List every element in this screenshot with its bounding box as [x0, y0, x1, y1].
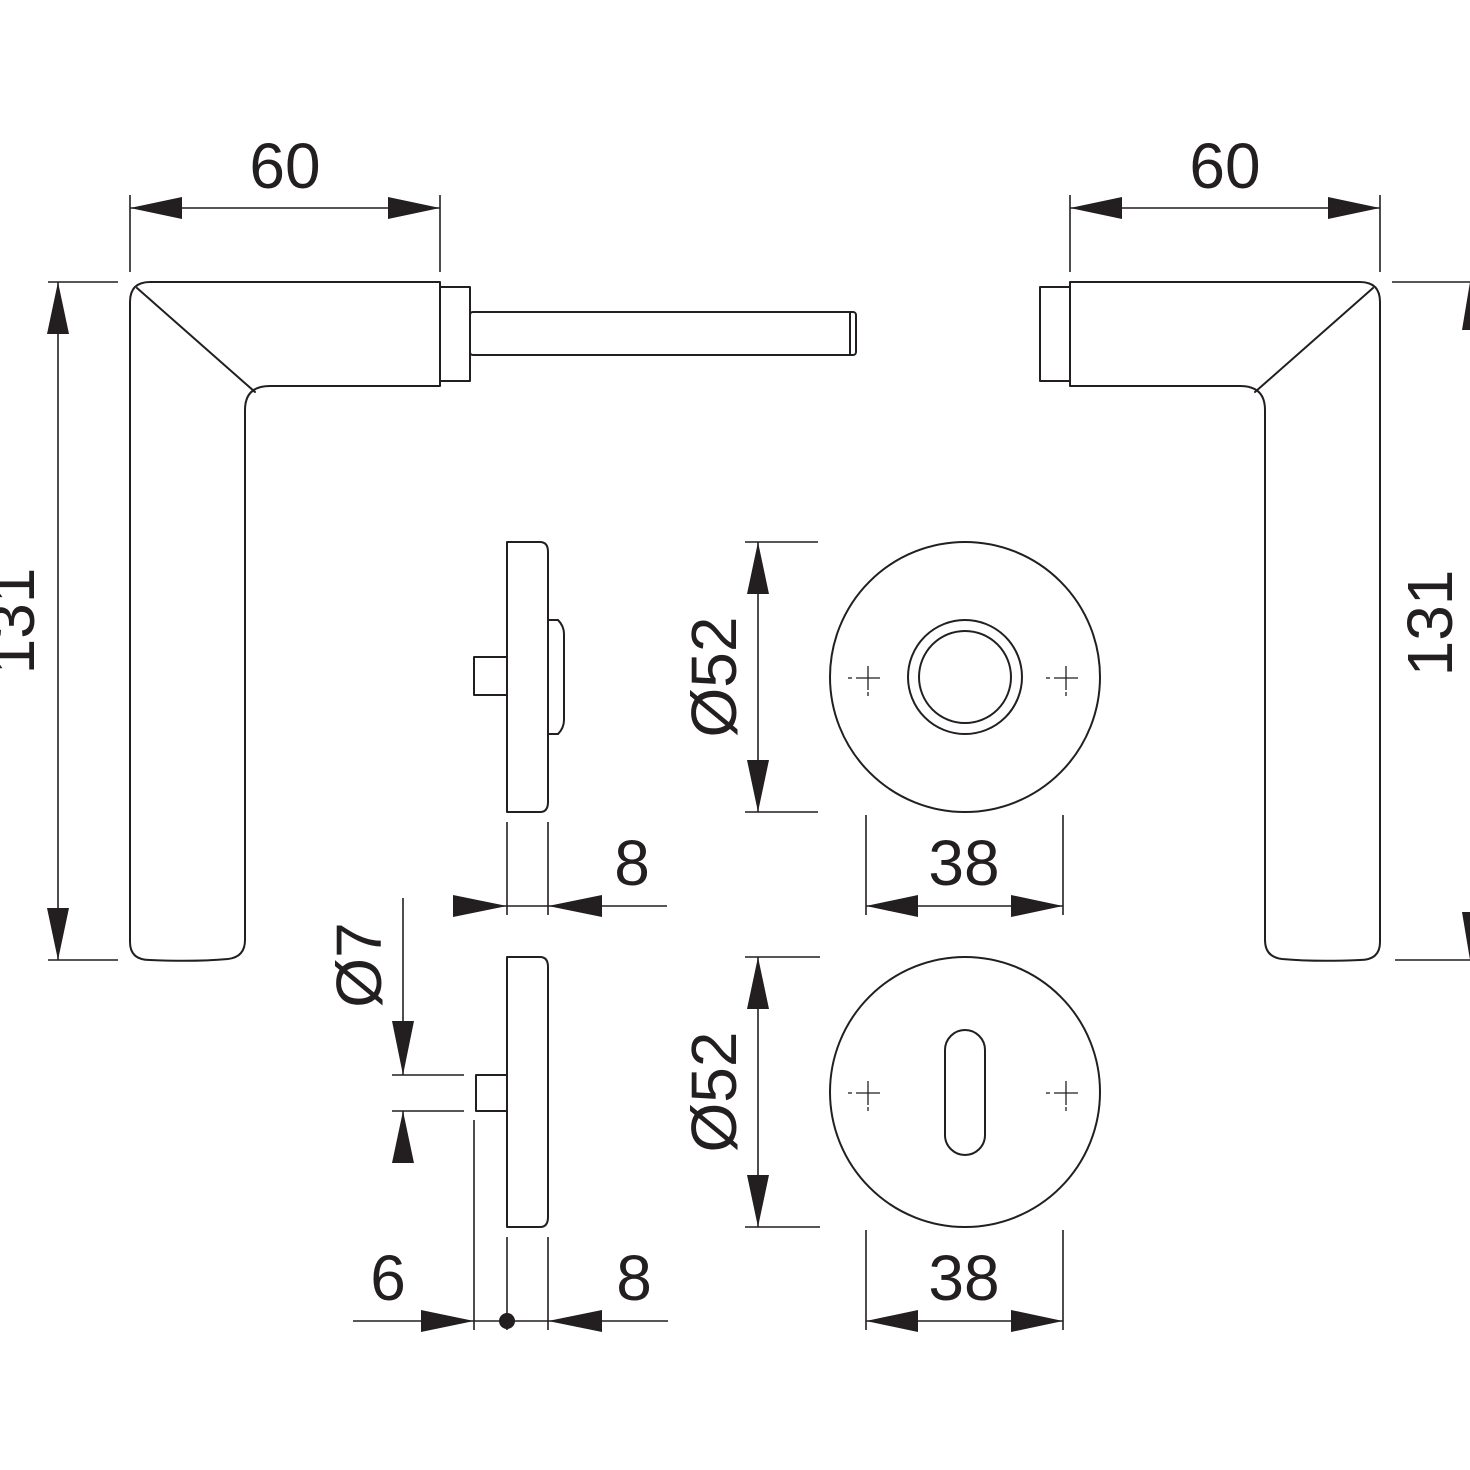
- left-lever-width-dimension: 60: [129, 130, 441, 272]
- right-lever-height-dimension: 131: [1392, 281, 1470, 961]
- left-lever-outline: [129, 281, 441, 962]
- pin-diameter-label: Ø7: [323, 922, 395, 1007]
- top-rosette-profile: [506, 541, 549, 813]
- keyhole-slot: [944, 1029, 986, 1156]
- arrowhead: [421, 1310, 474, 1332]
- arrowhead: [47, 908, 69, 960]
- arrowhead: [1011, 895, 1063, 917]
- arrowhead: [747, 760, 769, 812]
- left-lever-bevel-line: [136, 287, 256, 393]
- screw-hole-marker: [848, 666, 880, 696]
- top-rosette-diameter-dimension: Ø52: [678, 541, 818, 813]
- top-rosette-side-view: [473, 541, 565, 813]
- right-lever-width-dimension: 60: [1069, 130, 1381, 272]
- pin-diameter-dimension: Ø7: [323, 898, 464, 1163]
- top-rosette-outer-circle: [829, 541, 1101, 813]
- arrowhead: [47, 282, 69, 334]
- bottom-rosette-pin: [475, 1074, 508, 1112]
- bottom-rosette-profile: [506, 956, 549, 1228]
- left-lever-handle: [129, 281, 857, 962]
- arrowhead: [866, 895, 918, 917]
- arrowhead: [747, 957, 769, 1009]
- arrowhead: [747, 1175, 769, 1227]
- arrowhead: [548, 1310, 602, 1332]
- top-rosette-depth-dimension: 8: [453, 822, 667, 917]
- bottom-rosette-front-view: [829, 956, 1101, 1228]
- arrowhead: [453, 895, 507, 917]
- arrowhead: [548, 895, 602, 917]
- screw-hole-marker: [848, 1081, 880, 1111]
- top-rosette-front-view: [829, 541, 1101, 813]
- bottom-rosette-depth-label: 8: [616, 1242, 652, 1314]
- screw-hole-marker: [1046, 666, 1078, 696]
- bottom-rosette-diameter-dimension: Ø52: [678, 956, 820, 1228]
- top-rosette-stud: [473, 656, 508, 696]
- top-rosette-width-dimension: 38: [865, 815, 1064, 917]
- arrowhead: [1070, 197, 1122, 219]
- left-lever-collar: [439, 286, 471, 382]
- arrowhead: [1328, 197, 1380, 219]
- arrowhead: [1462, 912, 1470, 960]
- left-lever-spindle: [469, 311, 857, 356]
- right-lever-height-label: 131: [1394, 570, 1466, 677]
- top-rosette-width-label: 38: [928, 827, 999, 899]
- left-lever-width-label: 60: [249, 130, 320, 202]
- right-lever-handle: [1039, 281, 1381, 962]
- top-rosette-neck-outer: [907, 619, 1023, 735]
- top-rosette-boss: [547, 619, 565, 735]
- left-lever-height-label: 131: [0, 568, 48, 675]
- arrowhead: [866, 1310, 918, 1332]
- bottom-rosette-side-view: [475, 956, 549, 1228]
- arrowhead: [388, 197, 440, 219]
- arrowhead: [392, 1111, 414, 1163]
- arrowhead: [130, 197, 182, 219]
- arrowhead: [1462, 282, 1470, 330]
- screw-hole-marker: [1046, 1081, 1078, 1111]
- arrowhead: [747, 542, 769, 594]
- top-rosette-neck-inner: [918, 630, 1012, 724]
- arrowhead: [392, 1021, 414, 1075]
- bottom-rosette-width-dimension: 38: [865, 1230, 1064, 1332]
- arrowhead: [1011, 1310, 1063, 1332]
- bottom-rosette-outer-circle: [829, 956, 1101, 1228]
- right-lever-width-label: 60: [1189, 130, 1260, 202]
- right-lever-outline: [1069, 281, 1381, 962]
- top-rosette-diameter-label: Ø52: [678, 617, 750, 738]
- pin-offset-label: 6: [370, 1242, 406, 1314]
- right-lever-bevel-line: [1254, 287, 1374, 393]
- bottom-rosette-width-label: 38: [928, 1242, 999, 1314]
- origin-dot: [499, 1313, 515, 1329]
- bottom-rosette-depth-dimension: 6 8: [353, 1120, 668, 1332]
- left-lever-height-dimension: 131: [0, 281, 118, 961]
- right-lever-collar: [1039, 286, 1071, 382]
- bottom-rosette-diameter-label: Ø52: [678, 1032, 750, 1153]
- top-rosette-depth-label: 8: [614, 827, 650, 899]
